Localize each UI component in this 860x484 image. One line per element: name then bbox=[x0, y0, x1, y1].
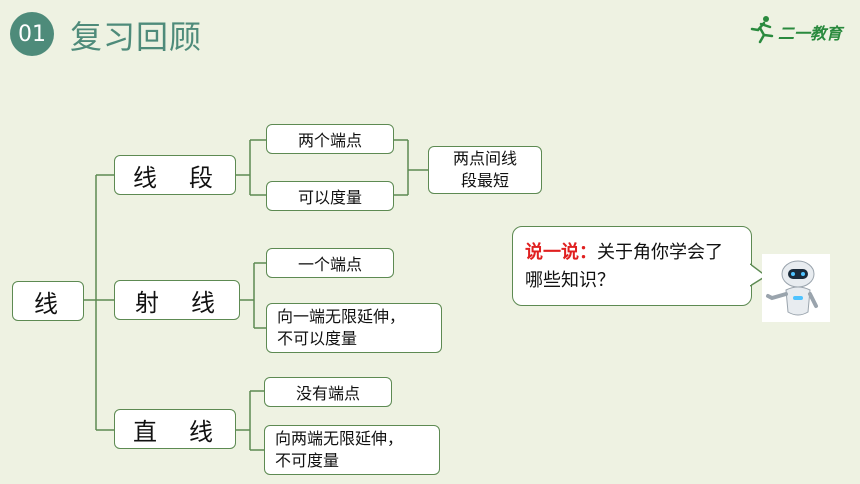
segment-conclusion-line-2: 段最短 bbox=[460, 171, 509, 190]
discussion-bubble: 说一说：关于角你学会了哪些知识？ bbox=[512, 226, 752, 306]
runner-logo-icon bbox=[750, 16, 774, 44]
ray-prop-endpoint: 一个端点 bbox=[266, 248, 394, 278]
line-extend-line-1: 向两端无限延伸， bbox=[275, 429, 404, 448]
node-segment: 线 段 bbox=[114, 155, 236, 195]
node-ray: 射 线 bbox=[114, 280, 240, 320]
brand-logo: 二一教育 bbox=[748, 14, 848, 46]
ray-prop-extend: 向一端无限延伸， 不可以度量 bbox=[266, 303, 442, 353]
segment-prop-measurable: 可以度量 bbox=[266, 181, 394, 211]
line-extend-line-2: 不可度量 bbox=[275, 451, 340, 470]
node-straight-line: 直 线 bbox=[114, 409, 236, 449]
root-node-line: 线 bbox=[12, 281, 84, 321]
ray-extend-line-2: 不可以度量 bbox=[277, 329, 358, 348]
ray-extend-line-1: 向一端无限延伸， bbox=[277, 307, 406, 326]
bubble-prefix: 说一说： bbox=[525, 242, 597, 263]
page-title: 复习回顾 bbox=[70, 18, 203, 56]
section-number-badge: 01 bbox=[10, 12, 54, 56]
logo-text: 二一教育 bbox=[778, 24, 843, 43]
header: 01 复习回顾 二一教育 bbox=[0, 0, 860, 70]
segment-conclusion: 两点间线 段最短 bbox=[428, 146, 542, 194]
bubble-question: 关于角你学会了哪些知识？ bbox=[525, 242, 723, 291]
line-prop-extend: 向两端无限延伸， 不可度量 bbox=[264, 425, 440, 475]
robot-icon bbox=[762, 254, 830, 322]
line-prop-no-endpoint: 没有端点 bbox=[264, 377, 392, 407]
segment-conclusion-line-1: 两点间线 bbox=[452, 149, 517, 168]
segment-prop-endpoints: 两个端点 bbox=[266, 124, 394, 154]
